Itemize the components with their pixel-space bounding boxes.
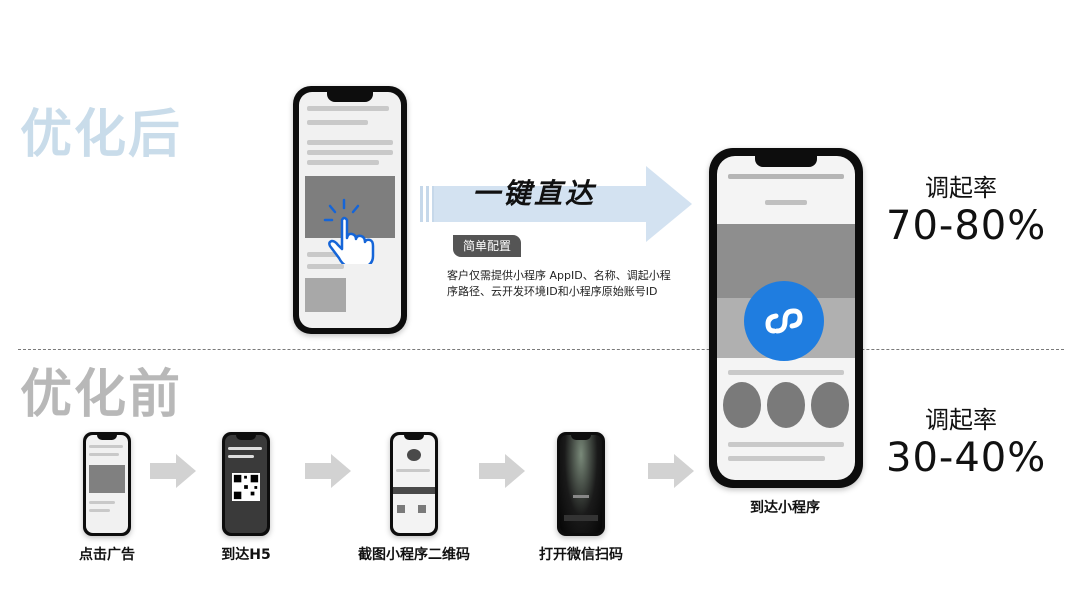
section-divider — [18, 349, 1064, 350]
qr-code-icon — [232, 473, 260, 501]
step-arrow — [648, 454, 694, 488]
ad-phone-after — [293, 86, 407, 334]
config-description: 客户仅需提供小程序 AppID、名称、调起小程序路径、云开发环境ID和小程序原始… — [447, 269, 671, 298]
step-label-screenshot: 截图小程序二维码 — [358, 547, 470, 563]
one-click-title: 一键直达 — [472, 177, 597, 210]
step-click-ad-phone — [83, 432, 131, 536]
before-rate-label: 调起率 — [925, 406, 997, 434]
step-label-h5: 到达H5 — [221, 547, 271, 563]
before-rate-value: 30-40% — [886, 435, 1047, 481]
arrow-stripes — [420, 186, 434, 222]
before-optimization-label: 优化前 — [20, 365, 183, 425]
step-arrow — [479, 454, 525, 488]
step-h5-phone — [222, 432, 270, 536]
step-arrow — [305, 454, 351, 488]
destination-label: 到达小程序 — [750, 500, 820, 516]
after-rate-label: 调起率 — [925, 174, 997, 202]
step-label-scan: 打开微信扫码 — [539, 547, 623, 563]
mini-program-logo-icon — [744, 281, 824, 361]
simple-config-tag: 简单配置 — [453, 235, 521, 257]
step-screenshot-phone — [390, 432, 438, 536]
one-click-arrow — [434, 186, 648, 222]
after-rate-value: 70-80% — [886, 203, 1047, 249]
after-optimization-label: 优化后 — [20, 105, 183, 165]
step-arrow — [150, 454, 196, 488]
one-click-arrow-head — [646, 166, 692, 242]
tap-hand-icon — [323, 198, 375, 264]
step-scan-phone — [557, 432, 605, 536]
mini-program-phone — [709, 148, 863, 488]
step-label-click-ad: 点击广告 — [79, 547, 135, 563]
wechat-icon — [407, 449, 421, 461]
